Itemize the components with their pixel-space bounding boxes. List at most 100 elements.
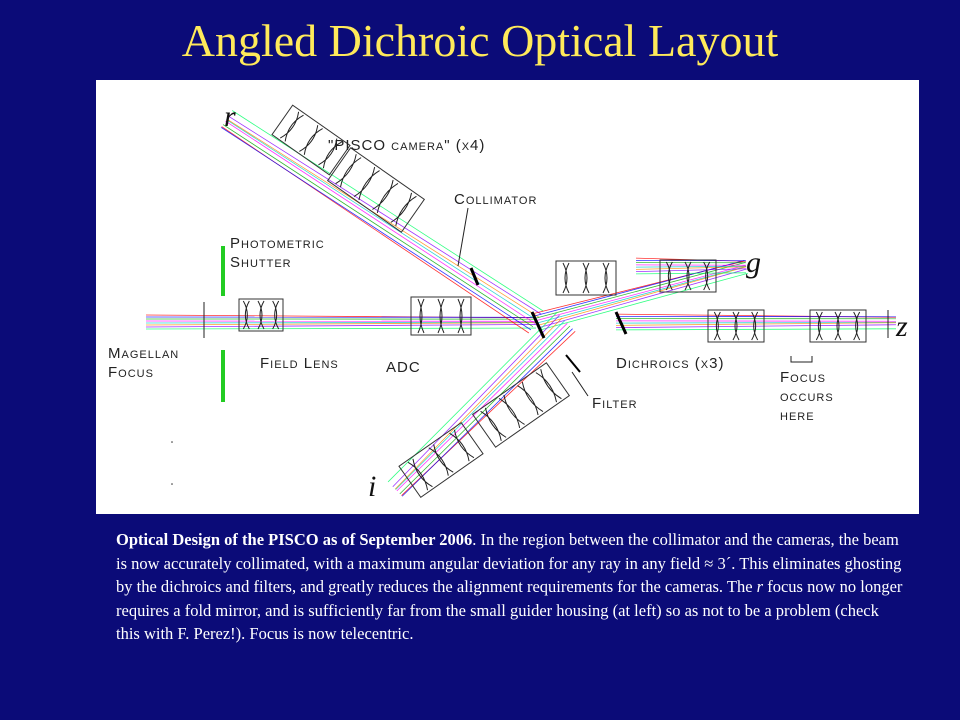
i-path-ray [401,328,573,497]
field-lens-housing [238,298,284,332]
dichroic-2 [614,311,628,335]
i-camera-2-lens-element [517,381,544,416]
g-camera-2-lens-element [665,261,673,291]
g-path-ray [534,262,746,319]
i-camera-2-lens-element [480,407,507,441]
r-camera-2-lens-element [390,192,417,226]
r-path-ray [226,118,540,318]
r-camera-2-lens-element [372,179,399,214]
i-camera-1-lens-element [407,458,433,491]
z-path-ray [615,321,897,324]
r-camera-1-lens-element [280,111,304,142]
g-path-out-ray [635,265,747,268]
r-path-ray [231,110,544,312]
optical-diagram: r g z i "PISCO camera" (x4) Collimator P… [96,80,919,514]
adc-group [410,296,472,336]
label-dichroics: Dichroics (x3) [616,355,725,372]
i-path-ray [394,317,563,490]
g-path-out-ray [635,268,747,273]
g-path-ray [538,272,749,331]
collimator-leader [457,207,469,267]
z-camera-1-housing [707,309,765,343]
adc-group-lens-element [417,298,425,334]
i-camera-2 [471,362,571,448]
label-collimator: Collimator [454,191,538,208]
i-camera-2-lens-element [498,394,525,429]
dichroic-1 [530,311,546,339]
band-label-z: z [896,310,908,343]
r-camera-2-lens-element [335,154,362,188]
label-pisco-camera: "PISCO camera" (x4) [328,137,486,154]
r-camera-2 [326,147,426,233]
filter-leader [571,371,589,397]
z-camera-1-lens-element [713,311,721,341]
band-label-i: i [368,470,377,503]
i-path-ray [392,315,560,488]
label-focus-occurs-here: Focus occurs here [780,369,834,424]
g-camera-1-housing [555,260,617,296]
g-path-out-ray [635,266,747,270]
optical-layout-drawing [145,104,897,499]
g-camera-2 [659,259,717,293]
z-camera-1 [707,309,765,343]
r-path-ray [225,120,536,324]
g-path-ray [537,268,747,329]
band-label-g: g [746,246,761,279]
field-lens [238,298,284,332]
page-title: Angled Dichroic Optical Layout [181,15,779,66]
i-camera-1-lens-element [428,444,454,476]
z-camera-2-housing [809,309,867,343]
caption-text-2: focus now no longer requires a fold mirr… [116,577,903,643]
i-camera-2-lens-element [535,369,562,403]
z-path-ray [615,328,897,331]
g-path-ray [535,264,746,322]
caption-text-1: . In the region between the collimator a… [116,530,902,596]
label-filter: Filter [592,395,638,412]
g-camera-1-lens-element [562,262,570,294]
label-magellan-focus: Magellan Focus [108,345,180,381]
i-camera-2-housing [471,362,571,448]
r-path-ray [228,115,542,315]
figure-caption: Optical Design of the PISCO as of Septem… [116,528,906,646]
z-camera-2-lens-element [853,311,861,341]
i-camera-1-housing [398,421,484,499]
label-field-lens: Field Lens [260,355,339,372]
adc-group-lens-element [437,298,445,334]
field-lens-lens-element [257,300,265,330]
field-lens-lens-element [272,300,280,330]
i-path-ray [399,325,571,495]
stray-mark [171,483,173,485]
i-camera-1-lens-element [449,429,475,462]
z-camera-2-lens-element [815,311,823,341]
filter-element [565,354,581,373]
label-adc: ADC [386,359,421,376]
adc-group-housing [410,296,472,336]
r-camera-1-housing [271,104,351,176]
i-path-ray [396,323,568,492]
z-camera-2-lens-element [834,311,842,341]
r-path-ray [226,119,538,321]
g-camera-2-lens-element [703,261,711,291]
caption-lead: Optical Design of the PISCO as of Septem… [116,530,473,549]
i-camera-1 [398,421,484,499]
field-lens-lens-element [242,300,250,330]
z-camera-1-lens-element [751,311,759,341]
g-camera-1-lens-element [582,262,590,294]
r-path-ray [222,124,534,328]
r-camera-2-lens-element [353,166,380,201]
focus-bracket [790,356,813,363]
r-camera-2-housing [326,147,426,233]
z-camera-1-lens-element [732,311,740,341]
stray-mark [171,441,173,443]
adc-group-lens-element [457,298,465,334]
g-path-ray [536,266,747,327]
band-label-r: r [224,100,236,133]
r-camera-1-lens-element [299,125,323,155]
g-camera-1-lens-element [602,262,610,294]
g-camera-2-housing [659,259,717,293]
r-camera-1 [271,104,351,176]
i-path-ray [395,320,565,490]
caption-italic-r: r [756,577,764,596]
g-camera-1 [555,260,617,296]
r-path-ray [220,127,532,331]
